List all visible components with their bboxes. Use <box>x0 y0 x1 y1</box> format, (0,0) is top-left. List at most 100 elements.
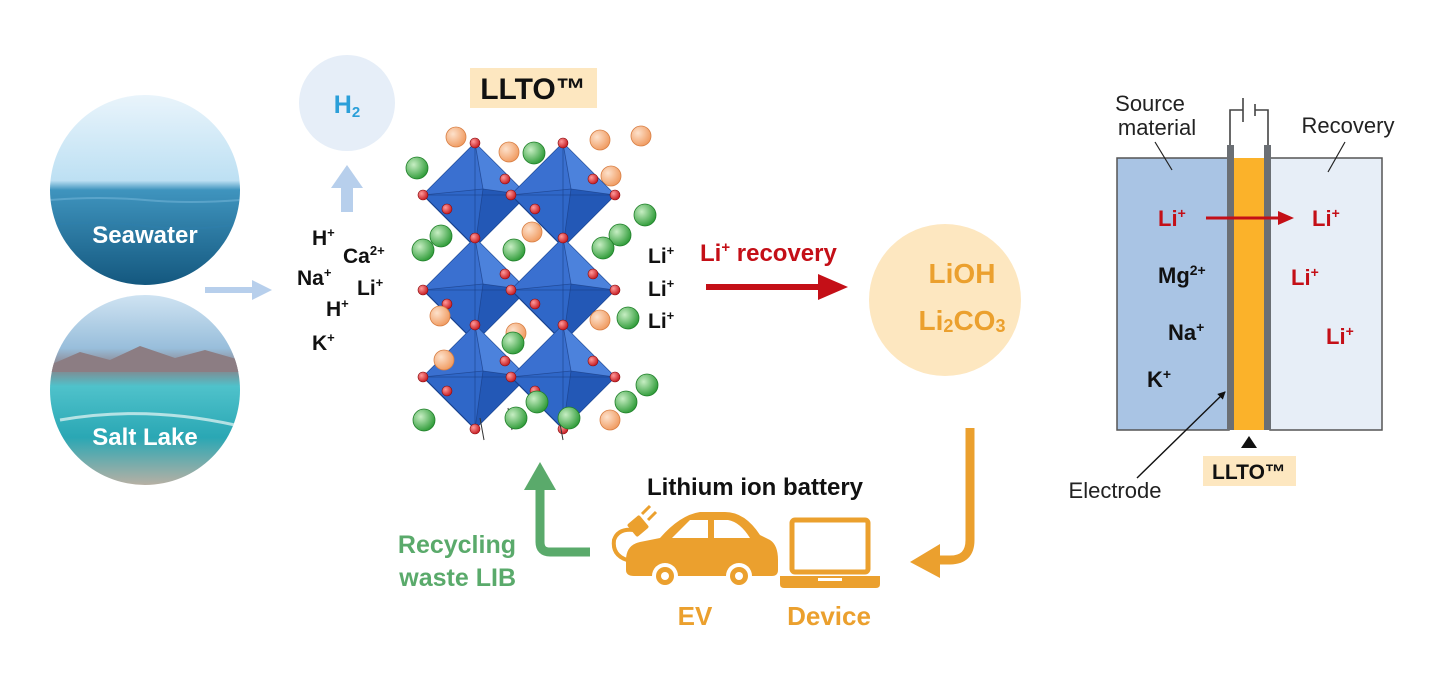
cell-ion-recovery: Li+ <box>1312 205 1340 231</box>
li-ion <box>412 408 436 432</box>
seawater-photo <box>50 95 240 285</box>
cell-li-transport-arrow <box>1206 211 1294 225</box>
llto-title-bg <box>470 68 597 108</box>
device-label: Device <box>787 601 871 631</box>
oxygen-atom <box>529 203 541 215</box>
cell-electrode-label: Electrode <box>1069 478 1162 503</box>
input-ion: H+ <box>326 296 349 321</box>
salt-lake-photo <box>50 295 240 485</box>
oxygen-atom <box>441 385 453 397</box>
la-ion <box>630 125 652 147</box>
output-ion: Li+ <box>648 243 675 268</box>
oxygen-atom <box>469 319 481 331</box>
li2co3-label: Li2CO3 <box>919 305 1006 336</box>
cell-ion-source: Mg2+ <box>1158 262 1206 288</box>
input-ion: Li+ <box>357 275 384 300</box>
ev-label: EV <box>678 601 713 631</box>
oxygen-atom <box>587 355 599 367</box>
la-ion <box>433 349 455 371</box>
input-ion: H+ <box>312 225 335 250</box>
seawater-label: Seawater <box>92 222 197 249</box>
la-ion <box>599 409 621 431</box>
cell-llto-label-bg <box>1203 456 1296 486</box>
cell-ion-recovery: Li+ <box>1326 323 1354 349</box>
cell-source-label-line2: material <box>1118 115 1196 140</box>
la-ion <box>429 305 451 327</box>
oxygen-atom <box>557 232 569 244</box>
h2-arrow <box>331 165 363 212</box>
recycling-label-line2: waste LIB <box>398 564 516 592</box>
llto-crystal-structure <box>405 125 659 441</box>
li-ion <box>557 406 581 430</box>
source-leader-line <box>1154 141 1173 171</box>
laptop-icon <box>780 517 880 588</box>
cell-left-electrode <box>1227 145 1234 430</box>
ev-car-icon <box>626 512 778 589</box>
cell-right-electrode <box>1264 145 1271 430</box>
battery-title: Lithium ion battery <box>647 474 864 501</box>
salt-lake-label: Salt Lake <box>92 424 197 451</box>
oxygen-atom <box>499 173 511 185</box>
oxygen-atom <box>469 137 481 149</box>
la-ion <box>445 126 467 148</box>
li-ion <box>501 331 525 355</box>
tio6-octahedron <box>505 232 621 348</box>
recycling-arrow <box>524 462 590 557</box>
cell-ion-recovery: Li+ <box>1291 264 1319 290</box>
electrode-leader-line <box>1136 391 1226 479</box>
electrochemical-cell <box>1116 98 1383 431</box>
oxygen-atom <box>441 203 453 215</box>
oxygen-atom <box>417 284 429 296</box>
oxygen-atom <box>417 371 429 383</box>
oxygen-atom <box>587 173 599 185</box>
input-ion: K+ <box>312 330 335 355</box>
oxygen-atom <box>505 284 517 296</box>
li-ion <box>591 236 615 260</box>
source-arrow <box>205 280 272 300</box>
li-ion <box>522 141 546 165</box>
recovery-arrow <box>706 274 848 300</box>
recycling-label-line1: Recycling <box>398 531 516 559</box>
h2-bubble <box>299 55 395 151</box>
li-ion <box>608 223 632 247</box>
cell-recovery-chamber <box>1269 157 1383 431</box>
oxygen-atom <box>505 189 517 201</box>
cell-source-chamber <box>1116 157 1230 431</box>
oxygen-atom <box>505 371 517 383</box>
llto-title: LLTO™ <box>480 73 586 106</box>
input-ions: H+Ca2+Na+Li+H+K+ <box>297 225 385 355</box>
cell-ion-source: K+ <box>1147 366 1171 392</box>
output-ions: Li+Li+Li+ <box>648 243 675 333</box>
li-ion <box>405 156 429 180</box>
llto-pointer-icon <box>1241 436 1257 448</box>
oxygen-atom <box>499 355 511 367</box>
li-ion <box>504 406 528 430</box>
li-ion <box>633 203 657 227</box>
product-circle <box>869 224 1021 376</box>
li-ion <box>429 224 453 248</box>
la-ion <box>589 309 611 331</box>
cell-recovery-label: Recovery <box>1302 113 1395 138</box>
recovery-leader-line <box>1327 141 1346 173</box>
li-ion <box>614 390 638 414</box>
input-ion: Ca2+ <box>343 243 385 268</box>
la-ion <box>498 141 520 163</box>
li-ion <box>616 306 640 330</box>
oxygen-atom <box>529 298 541 310</box>
lioh-label: LiOH <box>929 258 996 289</box>
oxygen-atom <box>499 268 511 280</box>
cell-llto-label: LLTO™ <box>1212 461 1286 484</box>
oxygen-atom <box>609 189 621 201</box>
li-ion <box>502 238 526 262</box>
tio6-octahedron <box>505 137 621 253</box>
cell-llto-membrane <box>1234 158 1264 430</box>
la-ion <box>600 165 622 187</box>
oxygen-atom <box>469 423 481 435</box>
oxygen-atom <box>587 268 599 280</box>
tio6-octahedron <box>417 137 533 253</box>
cell-ions: Li+Mg2+Na+K+Li+Li+Li+ <box>1147 205 1354 392</box>
la-ion <box>589 129 611 151</box>
product-to-battery-arrow <box>910 428 975 578</box>
cell-source-label-line1: Source <box>1115 91 1185 116</box>
